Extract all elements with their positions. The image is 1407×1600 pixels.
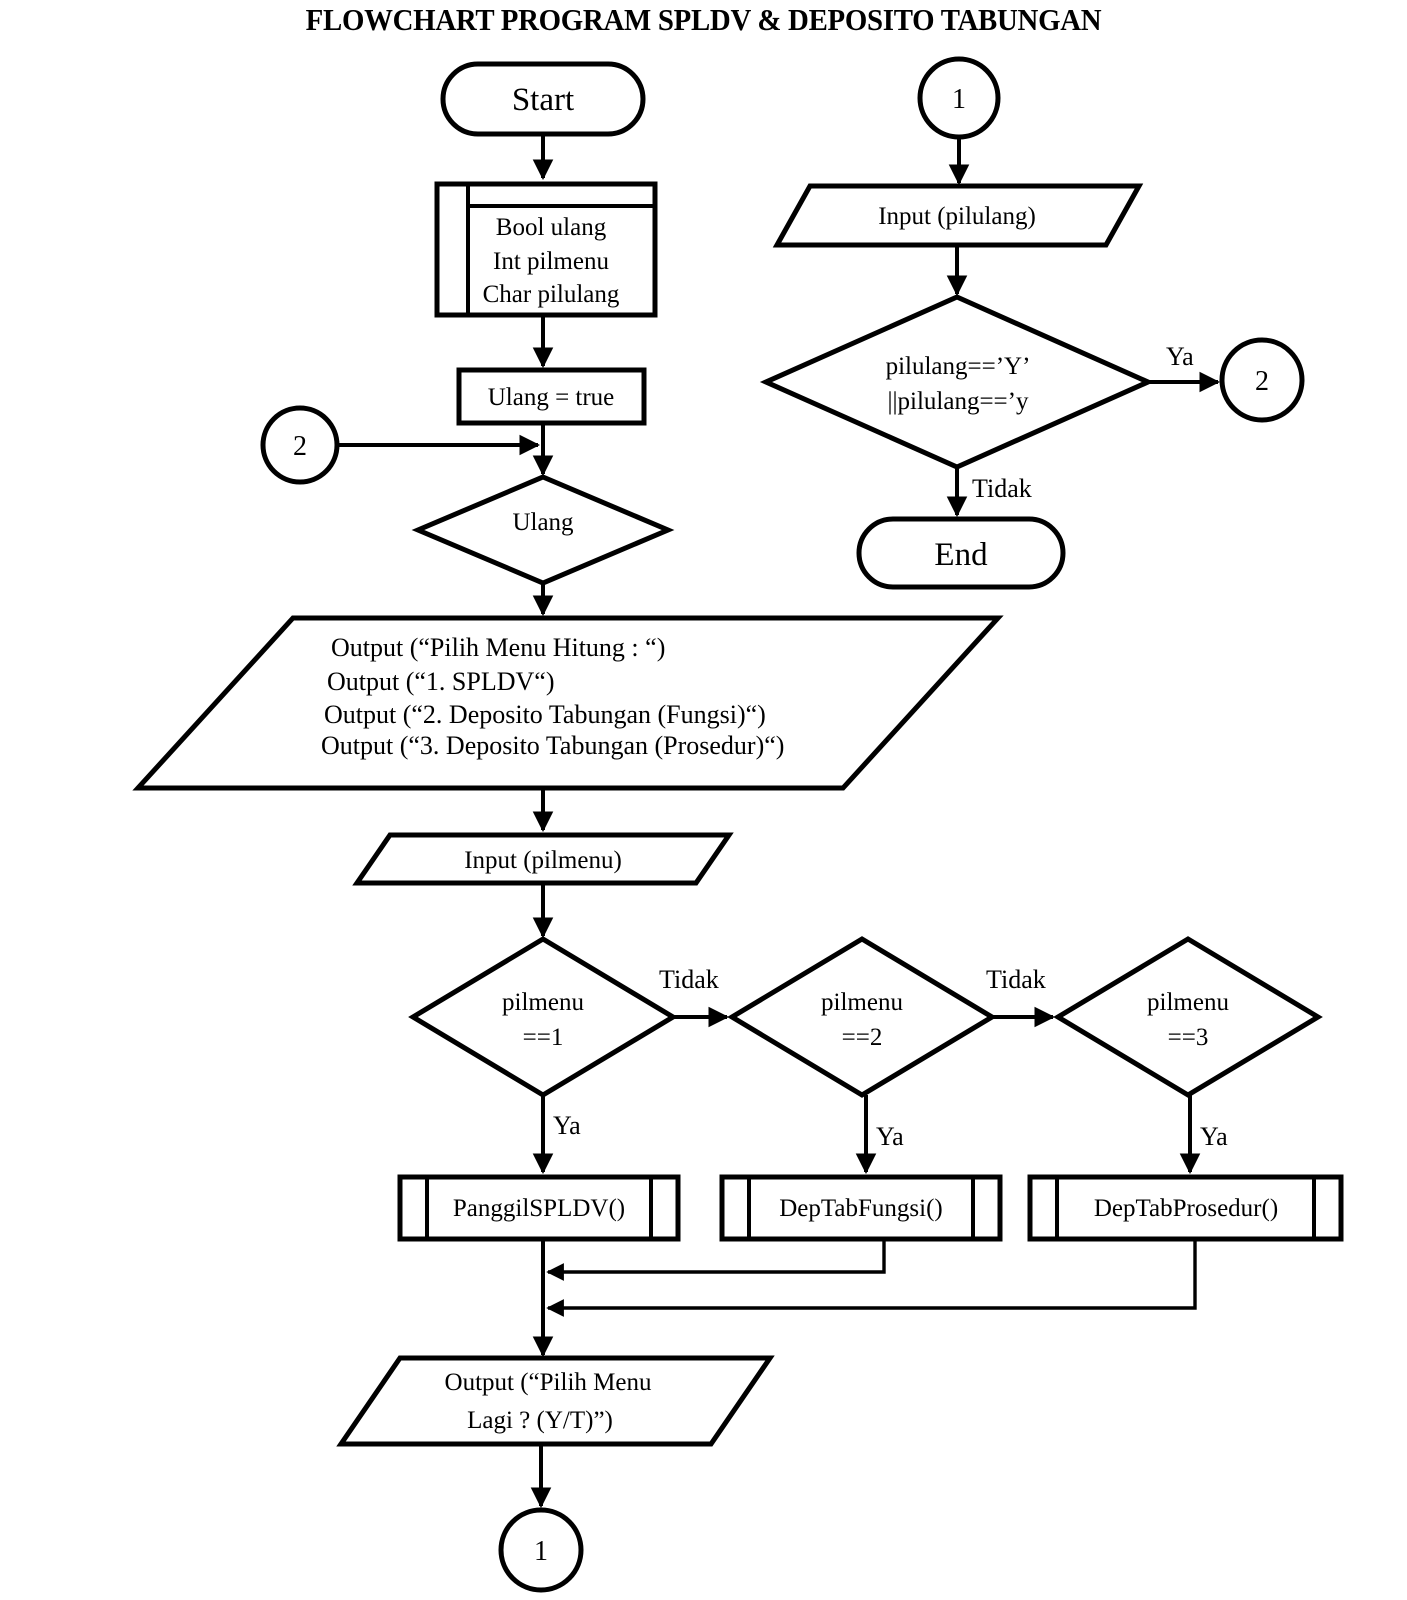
connector-out-2: 2 bbox=[1219, 337, 1305, 423]
edge-call-prosedur-merge bbox=[546, 1239, 1197, 1317]
node-call-spldv: PanggilSPLDV() bbox=[397, 1174, 681, 1242]
output-menu-line-4: Output (“3. Deposito Tabungan (Prosedur)… bbox=[321, 731, 784, 760]
decision-pilmenu-2-line-1: pilmenu bbox=[821, 989, 903, 1016]
decision-pilmenu-3-line-2: ==3 bbox=[1168, 1024, 1209, 1051]
node-declaration: Bool ulang Int pilmenu Char pilulang bbox=[434, 181, 658, 318]
node-end: End bbox=[856, 516, 1066, 590]
node-input-pilulang-label: Input (pilulang) bbox=[878, 203, 1036, 230]
decision-pilmenu-3-line-1: pilmenu bbox=[1147, 989, 1229, 1016]
label-pilmenu3-ya: Ya bbox=[1200, 1122, 1228, 1151]
output-menu-line-3: Output (“2. Deposito Tabungan (Fungsi)“) bbox=[324, 700, 766, 729]
node-call-deptabfungsi-label: DepTabFungsi() bbox=[779, 1195, 943, 1222]
node-call-spldv-label: PanggilSPLDV() bbox=[453, 1195, 625, 1222]
decision-pilmenu-2-line-2: ==2 bbox=[842, 1024, 883, 1051]
decision-pilulang-line-2: ||pilulang==’y bbox=[888, 388, 1029, 415]
node-decision-pilmenu-2: pilmenu ==2 bbox=[727, 936, 997, 1098]
label-pilmenu2-ya: Ya bbox=[876, 1122, 904, 1151]
connector-top-1: 1 bbox=[917, 56, 1001, 140]
node-decision-pilmenu-3: pilmenu ==3 bbox=[1053, 936, 1323, 1098]
node-output-lagi-line-1: Output (“Pilih Menu bbox=[445, 1369, 652, 1396]
node-start-label: Start bbox=[512, 82, 574, 118]
node-assign-ulang: Ulang = true bbox=[456, 367, 647, 426]
node-decision-ulang: Ulang bbox=[411, 474, 675, 586]
connector-out-1: 1 bbox=[498, 1507, 584, 1593]
label-pilulang-ya: Ya bbox=[1166, 342, 1194, 371]
node-output-lagi: Output (“Pilih Menu Lagi ? (Y/T)”) bbox=[336, 1355, 775, 1447]
decision-pilmenu-1-line-1: pilmenu bbox=[502, 989, 584, 1016]
node-call-deptabprosedur-label: DepTabProsedur() bbox=[1094, 1195, 1278, 1222]
node-call-deptabprosedur: DepTabProsedur() bbox=[1027, 1174, 1344, 1242]
node-decision-pilulang: pilulang==’Y’ ||pilulang==’y bbox=[759, 294, 1155, 470]
node-output-menu: Output (“Pilih Menu Hitung : “) Output (… bbox=[132, 615, 1004, 791]
node-input-pilmenu-label: Input (pilmenu) bbox=[464, 847, 622, 874]
node-output-lagi-line-2: Lagi ? (Y/T)”) bbox=[467, 1407, 613, 1434]
label-pilmenu1-ya: Ya bbox=[553, 1111, 581, 1140]
declaration-line-3: Char pilulang bbox=[483, 281, 620, 308]
node-start: Start bbox=[440, 61, 646, 137]
label-pilulang-tidak: Tidak bbox=[972, 474, 1032, 503]
label-pilmenu1-tidak: Tidak bbox=[659, 965, 719, 994]
node-assign-ulang-label: Ulang = true bbox=[488, 384, 615, 411]
decision-pilmenu-1-line-2: ==1 bbox=[523, 1024, 564, 1051]
output-menu-line-2: Output (“1. SPLDV“) bbox=[327, 667, 554, 696]
label-pilmenu2-tidak: Tidak bbox=[986, 965, 1046, 994]
node-call-deptabfungsi: DepTabFungsi() bbox=[719, 1174, 1003, 1242]
output-menu-line-1: Output (“Pilih Menu Hitung : “) bbox=[331, 633, 665, 662]
node-decision-pilmenu-1: pilmenu ==1 bbox=[408, 936, 678, 1098]
declaration-line-2: Int pilmenu bbox=[493, 248, 609, 275]
decision-pilulang-line-1: pilulang==’Y’ bbox=[886, 353, 1031, 380]
connector-top-1-label: 1 bbox=[952, 84, 966, 115]
page-title: FLOWCHART PROGRAM SPLDV & DEPOSITO TABUN… bbox=[305, 2, 1102, 37]
node-input-pilmenu: Input (pilmenu) bbox=[352, 832, 734, 886]
node-decision-ulang-label: Ulang bbox=[512, 509, 574, 536]
connector-in-2-label: 2 bbox=[293, 431, 307, 462]
declaration-line-1: Bool ulang bbox=[496, 214, 607, 241]
node-end-label: End bbox=[934, 537, 988, 573]
connector-in-2: 2 bbox=[260, 405, 340, 485]
connector-out-2-label: 2 bbox=[1255, 366, 1269, 397]
connector-out-1-label: 1 bbox=[534, 1536, 548, 1567]
node-input-pilulang: Input (pilulang) bbox=[772, 183, 1144, 248]
edge-call-fungsi-merge bbox=[546, 1239, 886, 1281]
